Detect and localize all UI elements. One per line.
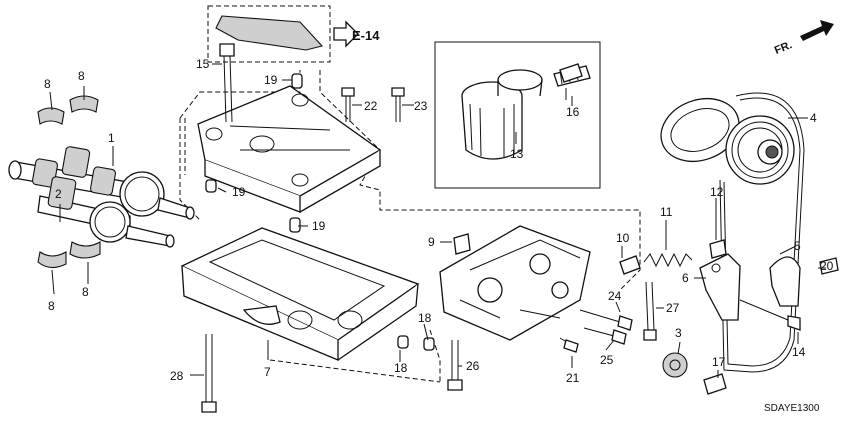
callout-2: 2: [55, 187, 62, 201]
front-arrow-icon: [800, 20, 834, 41]
arrow-right-icon: [333, 20, 359, 48]
balancer-shaft-upper: [8, 146, 195, 220]
front-label: FR.: [773, 39, 794, 57]
callout-4: 4: [810, 111, 817, 125]
front-direction-indicator: FR.: [773, 20, 834, 57]
callout-7: 7: [264, 365, 271, 379]
callout-8-a: 8: [44, 77, 51, 91]
callout-8-d: 8: [82, 285, 89, 299]
bearing-halves: [37, 95, 101, 269]
lower-block: [180, 227, 420, 361]
callout-27: 27: [666, 301, 680, 315]
callout-23: 23: [414, 99, 428, 113]
balancer-housing: [197, 85, 382, 213]
callout-13: 13: [510, 147, 524, 161]
callout-19-c: 19: [312, 219, 326, 233]
callout-26: 26: [466, 359, 480, 373]
callout-numbers: 1 2 3 4 5 6 7 8 8 8 8 9 10 11 12 13 14 1…: [44, 57, 834, 385]
callout-24: 24: [608, 289, 622, 303]
callout-18-a: 18: [418, 311, 432, 325]
chain-guide: [769, 256, 801, 307]
callout-1: 1: [108, 131, 115, 145]
callout-18-b: 18: [394, 361, 408, 375]
tensioner-arm: [699, 253, 741, 321]
callout-12: 12: [710, 185, 724, 199]
balancer-shaft-lower: [37, 176, 175, 248]
leader-lines: [49, 63, 826, 378]
callout-19-a: 19: [264, 73, 278, 87]
timing-chain: [719, 92, 805, 373]
callout-3: 3: [675, 326, 682, 340]
callout-6: 6: [682, 271, 689, 285]
cam-sprocket: [660, 98, 795, 185]
catalog-code: SDAYE1300: [764, 403, 820, 414]
callout-8-c: 8: [48, 299, 55, 313]
callout-25: 25: [600, 353, 614, 367]
callout-21: 21: [566, 371, 580, 385]
callout-15: 15: [196, 57, 210, 71]
callout-9: 9: [428, 235, 435, 249]
callout-8-b: 8: [78, 69, 85, 83]
callout-16: 16: [566, 105, 580, 119]
callout-5: 5: [794, 239, 801, 253]
callout-10: 10: [616, 231, 630, 245]
callout-20: 20: [820, 259, 834, 273]
oil-pump-body: [439, 225, 591, 341]
callout-22: 22: [364, 99, 378, 113]
callout-14: 14: [792, 345, 806, 359]
callout-11: 11: [660, 205, 673, 219]
callout-17: 17: [712, 355, 726, 369]
crank-sprocket: [662, 352, 688, 378]
reference-code: E-14: [352, 28, 380, 43]
callout-19-b: 19: [232, 185, 246, 199]
reference-callout: E-14: [207, 5, 380, 63]
callout-28: 28: [170, 369, 184, 383]
